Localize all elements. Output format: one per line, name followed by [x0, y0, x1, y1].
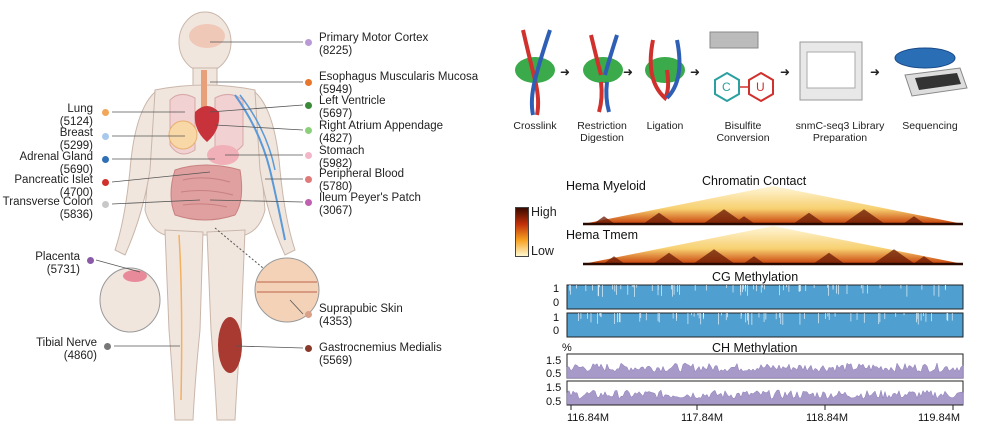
heat-legend-high: High — [531, 205, 557, 219]
cg-track-2 — [566, 312, 964, 338]
crosslink-icon — [515, 29, 555, 116]
chromatin-contact-title: Chromatin Contact — [702, 174, 807, 188]
tissue-label-esophagus: Esophagus Muscularis Mucosa(5949) — [319, 71, 479, 96]
contact-map-hema-tmem — [583, 226, 963, 266]
contact-map-hema-myeloid — [583, 186, 963, 226]
svg-text:➜: ➜ — [690, 65, 700, 79]
ligation-icon — [645, 39, 685, 102]
track-name-hema-myeloid: Hema Myeloid — [566, 179, 646, 193]
ch-methylation-title: CH Methylation — [712, 341, 798, 355]
tissue-label-peripheral-blood: Peripheral Blood(5780) — [319, 168, 405, 193]
x-tick-117: 117.84M — [681, 412, 723, 424]
heat-legend — [515, 207, 529, 257]
contact-domain — [653, 252, 685, 264]
x-tick-119: 119.84M — [918, 412, 960, 424]
cg-methylation-title: CG Methylation — [712, 270, 799, 284]
step-label-library: snmC-seq3 Library Preparation — [795, 120, 885, 144]
tissue-dot-lung — [102, 109, 109, 116]
ch-tick-05b: 0.5 — [546, 396, 562, 408]
tissue-label-right-atrium: Right Atrium Appendage(4827) — [319, 120, 444, 145]
svg-text:➜: ➜ — [780, 65, 790, 79]
contact-domain — [873, 249, 915, 264]
tissue-dot-placenta — [87, 257, 94, 264]
tissue-dot-breast — [102, 133, 109, 140]
x-axis — [567, 404, 963, 410]
tissue-dot-transverse-colon — [102, 201, 109, 208]
tissue-dot-left-ventricle — [305, 102, 312, 109]
tissue-label-left-ventricle: Left Ventricle(5697) — [319, 95, 386, 120]
heat-legend-low: Low — [531, 244, 554, 258]
tissue-dot-tibial-nerve — [104, 343, 111, 350]
step-label-ligation: Ligation — [646, 120, 684, 132]
human-body-illustration — [99, 11, 320, 421]
cg-tick-1b: 1 — [553, 312, 560, 324]
contact-domain — [913, 256, 935, 264]
step-label-crosslink: Crosslink — [513, 120, 557, 132]
svg-text:➜: ➜ — [623, 65, 633, 79]
tissue-dot-ileum — [305, 199, 312, 206]
tissue-dot-stomach — [305, 152, 312, 159]
library-preparation-icon — [799, 41, 863, 101]
tissue-label-placenta: Placenta(5731) — [35, 251, 80, 276]
contact-domain — [793, 212, 825, 224]
x-tick-118: 118.84M — [806, 412, 848, 424]
calf-muscle-icon — [218, 317, 242, 373]
contact-domain — [603, 256, 625, 264]
brain-icon — [189, 24, 225, 48]
contact-domain — [733, 216, 755, 224]
workflow-illustrations: ➜ ➜ ➜ ➜ ➜ — [515, 29, 968, 116]
step-label-bisulfite: Bisulfite Conversion — [716, 120, 770, 144]
tissue-dot-esophagus — [305, 79, 312, 86]
cg-tick-1a: 1 — [553, 283, 560, 295]
contact-domain — [703, 209, 745, 224]
cg-tick-0a: 0 — [553, 297, 560, 309]
ch-tick-05a: 0.5 — [546, 368, 562, 380]
tissue-label-gastrocnemius: Gastrocnemius Medialis(5569) — [319, 342, 442, 367]
sequencing-icon — [894, 47, 968, 97]
ch-track-1 — [566, 353, 964, 379]
tissue-label-suprapubic-skin: Suprapubic Skin(4353) — [319, 303, 403, 328]
tissue-label-transverse-colon: Transverse Colon(5836) — [2, 196, 93, 221]
step-label-sequencing: Sequencing — [902, 120, 958, 132]
ch-tick-15a: 1.5 — [546, 355, 562, 367]
contact-domain — [643, 212, 675, 224]
tissue-label-pancreatic-islet: Pancreatic Islet(4700) — [14, 174, 93, 199]
tissue-label-ileum: Ileum Peyer's Patch(3067) — [319, 192, 421, 217]
tissue-dot-primary-motor-cortex — [305, 39, 312, 46]
nucleotide-u: U — [756, 80, 765, 94]
tissue-label-adrenal-gland: Adrenal Gland(5690) — [19, 151, 93, 176]
ch-tick-15b: 1.5 — [546, 382, 562, 394]
tissue-label-breast: Breast(5299) — [59, 127, 93, 152]
contact-domain — [593, 216, 615, 224]
svg-text:➜: ➜ — [560, 65, 570, 79]
tissue-label-lung: Lung(5124) — [59, 103, 93, 128]
ch-unit: % — [562, 342, 572, 354]
contact-domain — [813, 252, 845, 264]
ch-track-2 — [566, 380, 964, 406]
restriction-digestion-icon — [583, 34, 623, 113]
tissue-label-tibial-nerve: Tibial Nerve(4860) — [36, 337, 97, 362]
tissue-label-stomach: Stomach(5982) — [319, 145, 365, 170]
step-label-restriction: Restriction Digestion — [577, 120, 627, 144]
x-tick-116: 116.84M — [567, 412, 609, 424]
tissue-dot-peripheral-blood — [305, 176, 312, 183]
nucleotide-c: C — [722, 80, 731, 94]
tissue-dot-pancreatic-islet — [102, 179, 109, 186]
bisulfite-conversion-icon — [709, 31, 774, 103]
contact-domain — [743, 256, 765, 264]
cg-track-1 — [566, 284, 964, 310]
heart-icon — [194, 106, 220, 142]
tissue-label-primary-motor-cortex: Primary Motor Cortex(8225) — [319, 32, 429, 57]
tissue-dot-right-atrium — [305, 127, 312, 134]
tissue-dot-adrenal-gland — [102, 156, 109, 163]
svg-text:➜: ➜ — [870, 65, 880, 79]
tissue-dot-gastrocnemius — [305, 345, 312, 352]
cg-tick-0b: 0 — [553, 325, 560, 337]
contact-domain — [903, 216, 925, 224]
contact-domain — [843, 209, 885, 224]
tissue-dot-suprapubic-skin — [305, 311, 312, 318]
contact-domain — [693, 249, 735, 264]
track-name-hema-tmem: Hema Tmem — [566, 228, 639, 242]
